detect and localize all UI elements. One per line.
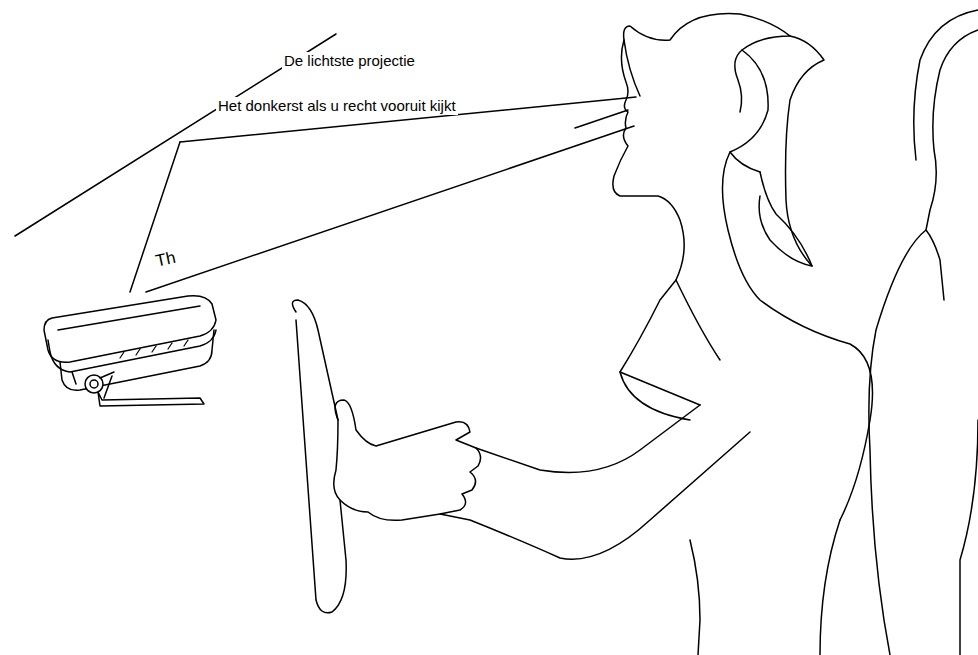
- projection-line: [575, 110, 628, 128]
- projection-label: Het donkerst als u recht vooruit kijkt: [216, 97, 458, 115]
- steering-wheel: [292, 300, 346, 613]
- driver-arm: [334, 400, 481, 520]
- projection-label: De lichtste projectie: [282, 52, 417, 70]
- driver-head: [624, 14, 790, 172]
- projection-line: [130, 142, 180, 292]
- projection-line: [180, 97, 636, 142]
- device-label: Th: [152, 248, 179, 271]
- projection-line: [146, 126, 634, 292]
- car-seat: [869, 30, 978, 655]
- hud-device: [44, 296, 216, 406]
- driver-hair: [759, 36, 824, 266]
- driver-body: [620, 372, 840, 655]
